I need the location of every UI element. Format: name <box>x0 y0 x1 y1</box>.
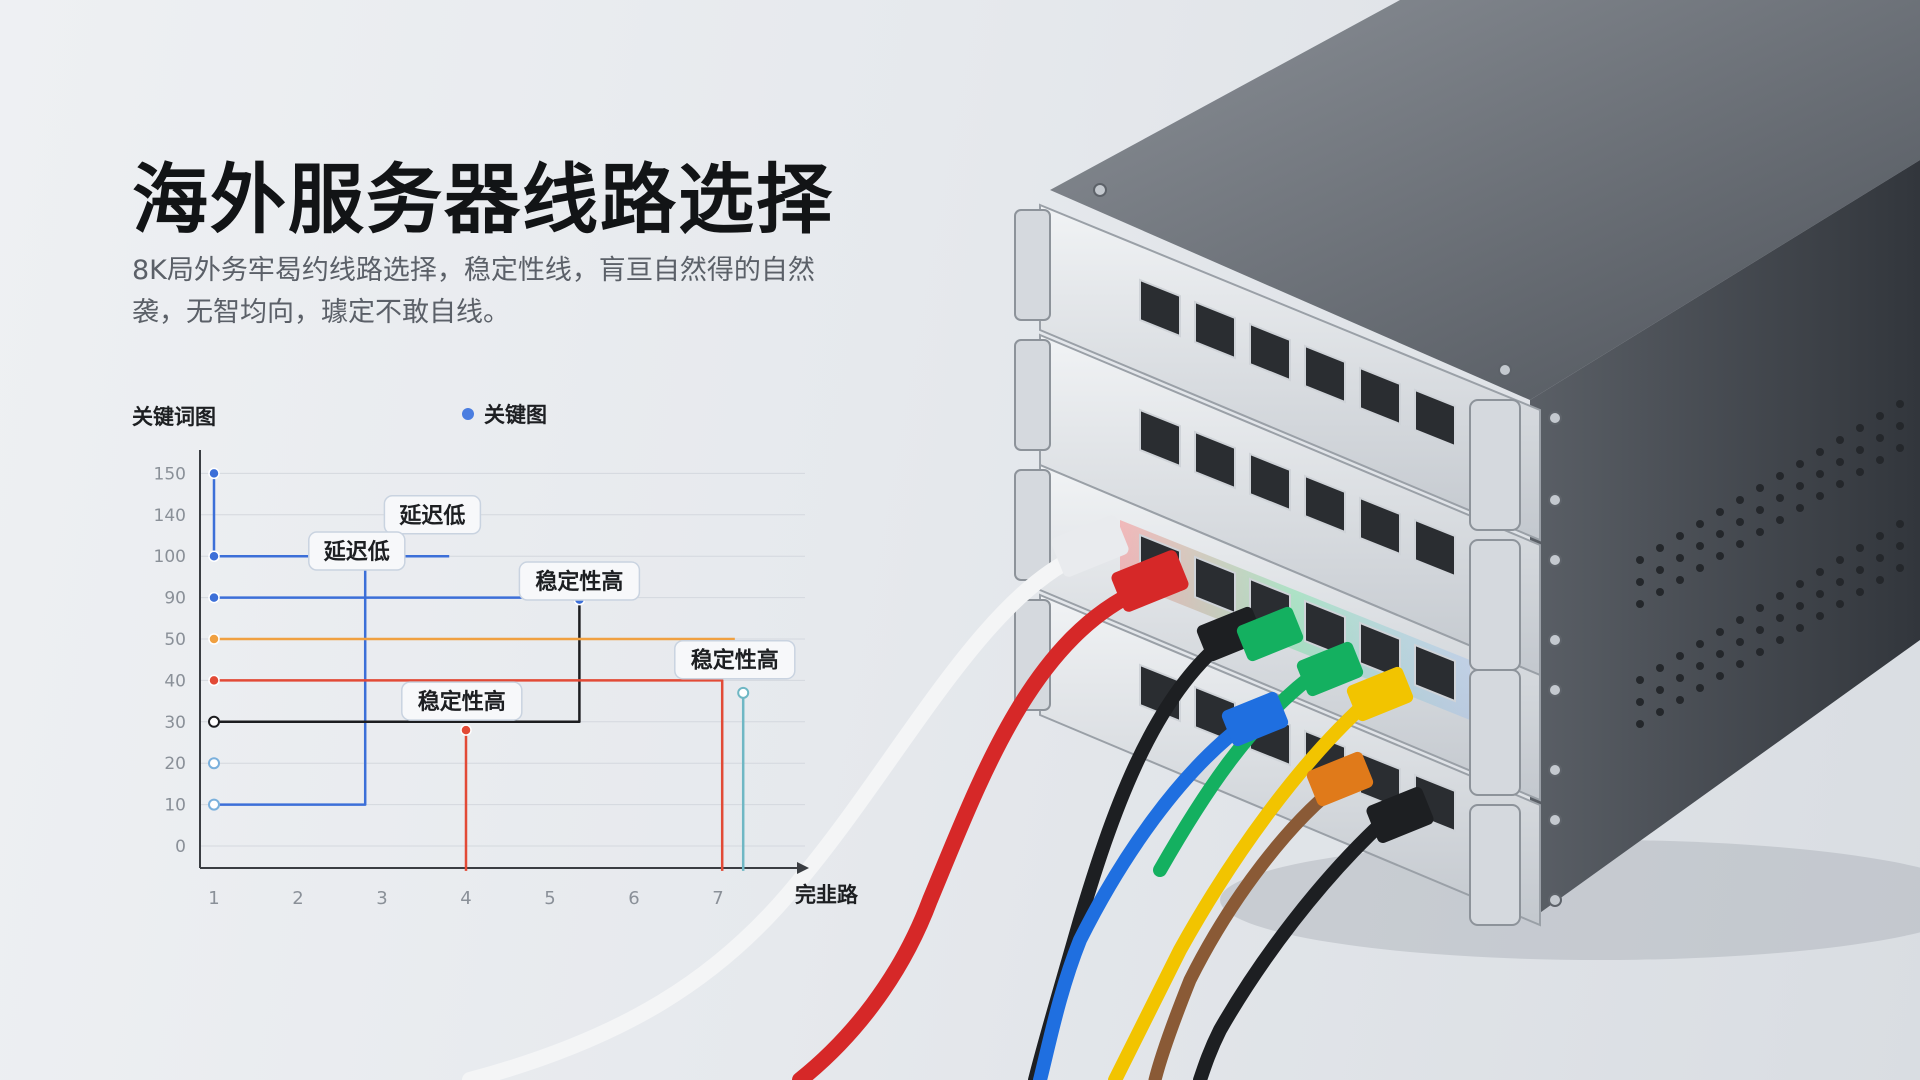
chart-point <box>208 467 220 480</box>
chart-y-tick-label: 20 <box>164 754 186 774</box>
chart-annotation-label: 延迟低 <box>398 504 465 529</box>
chart-y-tick-label: 40 <box>164 671 186 691</box>
chart-point <box>208 757 220 770</box>
chart-annotation-box <box>518 561 641 601</box>
chart-annotation-label: 稳定性高 <box>691 648 779 674</box>
cable-yellow <box>1108 688 1382 1080</box>
chart-point <box>208 591 220 604</box>
device-top-panel <box>1050 0 1920 400</box>
chart-point <box>208 674 220 687</box>
chart-y-tick-label: 140 <box>154 506 186 526</box>
chart-x-tick-label: 1 <box>208 888 219 909</box>
device-shadow <box>1220 840 1920 960</box>
subtitle-line-2: 袭，无智均向，璩定不敢自线。 <box>132 297 510 328</box>
chart-y-tick-label: 30 <box>164 713 186 733</box>
cable-green <box>1153 663 1327 877</box>
chart-x-tick-label: 5 <box>544 888 555 909</box>
chart-annotation-box <box>383 495 482 535</box>
chart-series-line <box>214 679 724 871</box>
ethernet-ports <box>1139 278 1456 832</box>
chart-x-axis-label: 完韭路 <box>795 883 859 907</box>
cable-blue <box>1033 713 1257 1080</box>
chart-title: 关键词图 <box>132 405 216 429</box>
chart-point <box>208 550 220 562</box>
chart-legend-label: 关键图 <box>484 403 547 427</box>
subtitle-line-1: 8K局外务牢曷约线路选择，稳定性线，肓亘自然得的自然 <box>132 255 815 286</box>
network-cables <box>462 547 1392 1080</box>
page-title: 海外服务器线路选择 <box>132 155 834 244</box>
chart-y-tick-label: 100 <box>154 547 186 567</box>
cable-black-2 <box>1193 813 1392 1080</box>
chart-annotation-box <box>401 681 523 721</box>
chart-y-tick-label: 10 <box>164 796 186 816</box>
chart-y-tick-label: 50 <box>164 630 186 650</box>
chart-point <box>737 686 750 699</box>
chart-point <box>208 715 220 728</box>
chart-series-line <box>214 564 367 806</box>
chart-x-tick-label: 6 <box>628 888 639 909</box>
chart-annotation-box <box>674 639 796 680</box>
chart-x-tick-label: 2 <box>292 888 303 909</box>
chart-x-tick-label: 3 <box>376 888 387 909</box>
subtitle: 8K局外务牢曷约线路选择，稳定性线，肓亘自然得的自然 袭，无智均向，璩定不敢自线… <box>132 250 815 334</box>
chart-x-axis-arrow <box>797 862 809 874</box>
chart-y-tick-label: 0 <box>175 837 186 857</box>
cable-brown <box>1148 773 1352 1080</box>
cable-white <box>462 547 1088 1080</box>
screws <box>1093 183 1562 907</box>
vent-grille <box>1636 400 1904 728</box>
chart-point <box>460 724 472 736</box>
chart-annotation-label: 延迟低 <box>323 540 390 565</box>
device-side-panel <box>1530 160 1920 920</box>
chart-y-tick-label: 90 <box>164 589 186 609</box>
chart-annotation-label: 稳定性高 <box>418 689 506 715</box>
chart-annotation-box <box>308 531 406 571</box>
chart-series-line <box>214 599 581 724</box>
chart-point <box>208 633 220 645</box>
cable-connectors <box>1051 515 1434 843</box>
chart-x-tick-label: 4 <box>460 888 471 909</box>
chart-x-tick-label: 7 <box>712 888 723 909</box>
chart-legend-marker <box>462 408 474 420</box>
cable-red <box>792 582 1148 1080</box>
chart-annotation-label: 稳定性高 <box>535 569 623 595</box>
rack-brackets <box>1014 209 1521 926</box>
chart-point <box>208 798 220 811</box>
chart-y-tick-label: 150 <box>154 464 186 484</box>
